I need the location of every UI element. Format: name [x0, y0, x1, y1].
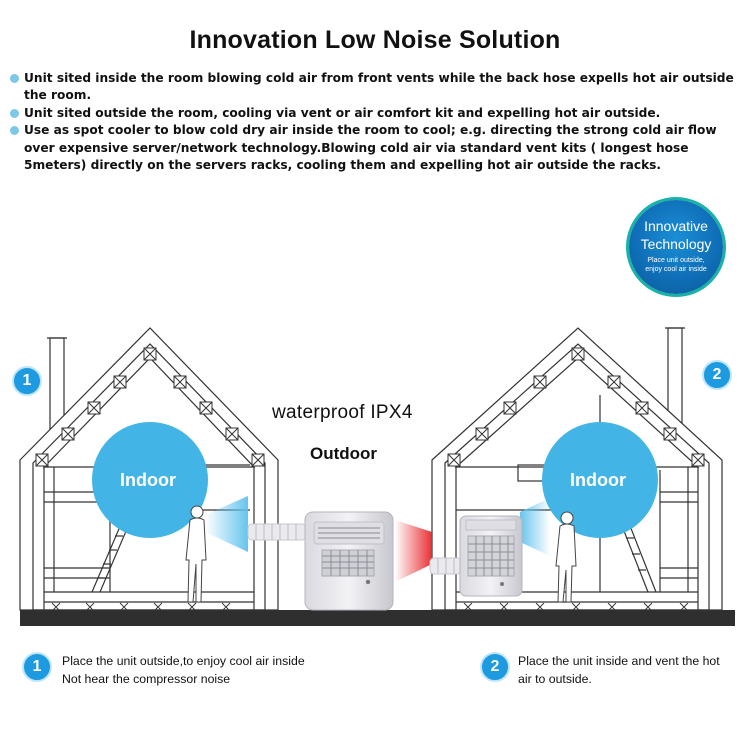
note-1-number-icon: 1 [22, 652, 52, 682]
note-2: Place the unit inside and vent the hot a… [518, 652, 746, 688]
note-1: Place the unit outside,to enjoy cool air… [62, 652, 402, 688]
cool-air-left [205, 496, 248, 552]
left-house-floor-markers [51, 602, 231, 612]
marker-2-icon: 2 [702, 360, 732, 390]
bullet-list: Unit sited inside the room blowing cold … [10, 70, 740, 174]
indoor-ac-unit [459, 515, 523, 597]
page-title: Innovation Low Noise Solution [189, 26, 561, 54]
indoor-circle-left [92, 422, 208, 538]
badge-caption-line-1: Place unit outside, [647, 257, 705, 264]
ground [20, 610, 735, 626]
indoor-label-right: Indoor [570, 470, 626, 490]
left-house-truss-markers [35, 347, 265, 467]
cool-air-right [520, 498, 550, 556]
bullet-item: Use as spot cooler to blow cold dry air … [10, 122, 740, 174]
outdoor-ac-unit [304, 511, 394, 611]
note-2-line-2: air to outside. [518, 672, 592, 686]
indoor-label-left: Indoor [120, 470, 176, 490]
person-left [185, 505, 207, 603]
right-house-truss-markers [447, 347, 705, 467]
note-1-line-1: Place the unit outside,to enjoy cool air… [62, 654, 305, 668]
note-2-number-icon: 2 [480, 652, 510, 682]
right-house-floor-markers [463, 602, 689, 612]
bullet-dot-icon [10, 126, 19, 136]
badge-caption-line-2: enjoy cool air inside [645, 266, 707, 273]
installation-illustration [19, 327, 735, 626]
note-1-line-2: Not hear the compressor noise [62, 672, 231, 686]
hot-air [395, 520, 432, 582]
bullet-text: Use as spot cooler to blow cold dry air … [24, 123, 717, 173]
person-right [555, 511, 577, 603]
hose-right [429, 557, 463, 575]
badge-line-2: Technology [640, 236, 712, 252]
waterproof-label: waterproof IPX4 [272, 402, 413, 423]
indoor-circle-right [542, 422, 658, 538]
bullet-text: Unit sited inside the room blowing cold … [24, 71, 734, 103]
hose-left [247, 523, 307, 541]
badge-caption: Place unit outside, enjoy cool air insid… [629, 256, 723, 274]
bullet-dot-icon [10, 74, 19, 83]
bullet-item: Unit sited inside the room blowing cold … [10, 70, 740, 105]
marker-1-icon: 1 [12, 366, 42, 396]
bullet-dot-icon [10, 108, 19, 118]
bullet-item: Unit sited outside the room, cooling via… [10, 105, 740, 122]
badge-line-1: Innovative [644, 218, 708, 234]
note-2-line-1: Place the unit inside and vent the hot [518, 654, 720, 668]
innovative-technology-badge: Innovative Technology Place unit outside… [629, 200, 723, 294]
bullet-text: Unit sited outside the room, cooling via… [24, 105, 661, 120]
outdoor-label: Outdoor [310, 444, 378, 463]
